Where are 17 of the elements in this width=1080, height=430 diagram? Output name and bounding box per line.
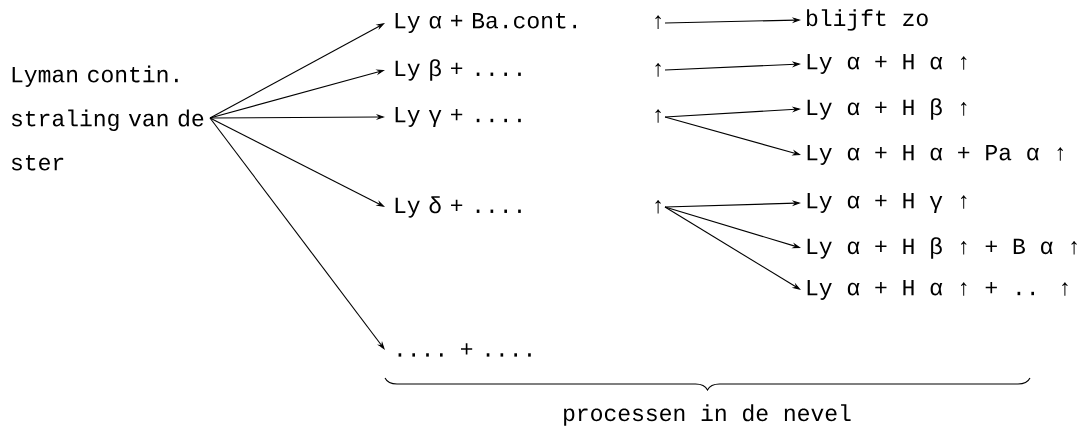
process-text: Ly δ + .... ↑ <box>395 196 661 218</box>
source-text: Lyman contin. straling van de ster <box>11 65 204 171</box>
result-text: Ly α + H γ ↑ <box>807 193 967 213</box>
process-text: .... + .... <box>398 343 531 357</box>
caption-text: processen in de nevel <box>564 404 851 426</box>
result-text: blijft zo <box>807 9 928 31</box>
result-text: Ly α + H α ↑ <box>807 54 967 74</box>
process-text: Ly α + Ba.cont. ↑ <box>395 12 661 34</box>
arrow <box>664 206 801 290</box>
result-text: Ly α + H β ↑ <box>807 98 967 120</box>
arrow <box>209 117 385 350</box>
result-text: Ly α + H β ↑ + B α ↑ <box>807 237 1077 259</box>
result-text: Ly α + H α ↑ + .. ↑ <box>807 280 1068 300</box>
arrow <box>209 23 385 119</box>
process-text: Ly β + .... ↑ <box>395 59 661 81</box>
result-text: Ly α + H α + Pa α ↑ <box>807 145 1063 165</box>
process-text: Ly γ + .... ↑ <box>395 107 661 127</box>
